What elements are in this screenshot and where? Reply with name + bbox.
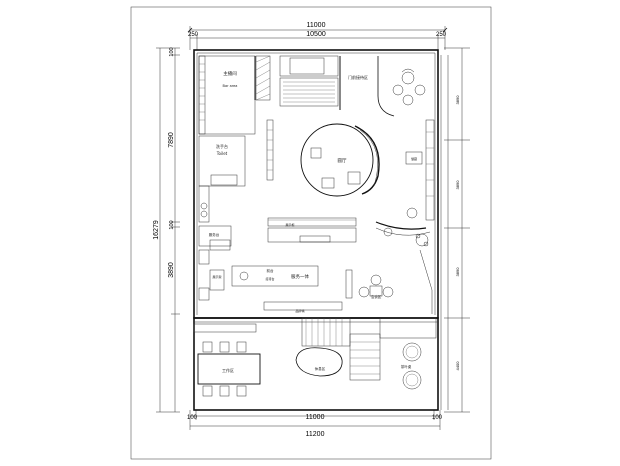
dim-right-a: 3890 — [455, 95, 460, 105]
dim-bottom-total: 11200 — [306, 431, 325, 438]
room-main-sub-label: Bar area — [223, 84, 238, 88]
bed-area — [279, 55, 341, 110]
dim-left-c: 100 — [169, 220, 175, 229]
room-workshop-label: 工作区 — [222, 367, 234, 373]
dim-top-right: 250 — [436, 32, 447, 38]
room-lounge-label: 休息区 — [315, 366, 326, 371]
service-counter: 前台 接待台 服务一体 展示架 — [198, 265, 319, 301]
bottom-sofa: 休息区 — [295, 347, 343, 377]
toilet-room: 洗手台 Toilet — [198, 135, 246, 223]
room-front-label: 服务台 — [209, 232, 220, 237]
room-recept-note: 接待台 — [265, 276, 274, 281]
lounge-top-right — [377, 56, 426, 117]
dim-left-d: 3890 — [168, 262, 175, 278]
sheet-frame — [130, 6, 492, 460]
top-dimensions: 11000 250 10500 250 — [187, 22, 448, 50]
dim-top-left: 250 — [188, 32, 199, 38]
room-wash-label: 洗手台 — [216, 143, 228, 149]
negotiation-area: 洽谈区 — [345, 269, 394, 299]
dim-right-c: 3890 — [455, 267, 460, 277]
room-wall-note: 品牌墙 — [295, 308, 304, 313]
room-chairs-label: 茶叶桌 — [401, 364, 412, 369]
bottom-counter: 品牌墙 — [263, 249, 433, 314]
workshop-area: 工作区 — [193, 323, 261, 397]
right-dimensions: 3890 3890 3890 4400 — [444, 47, 470, 413]
bottom-dimensions: 100 11000 100 11200 — [187, 410, 443, 438]
round-hall: 圆厅 — [300, 123, 380, 197]
display-counters: 展示柜 — [267, 217, 357, 243]
dim-right-b: 3890 — [455, 180, 460, 190]
room-center-label: 圆厅 — [338, 158, 347, 164]
room-nego-label: 洽谈区 — [371, 294, 382, 299]
right-column: 储藏 — [405, 119, 435, 221]
room-display-label: 展示柜 — [285, 222, 294, 227]
room-store-label: 储藏 — [411, 156, 417, 161]
dim-bottom-mid: 11000 — [306, 414, 325, 421]
room-recept-label: 前台 — [267, 268, 275, 273]
dim-left-b: 7890 — [168, 132, 175, 148]
dim-bottom-left: 100 — [187, 415, 198, 421]
stairs — [301, 317, 437, 381]
room-flex-label: 门前接待区 — [348, 74, 368, 80]
center-shelves — [266, 119, 274, 181]
room-main-label: 主播间 — [223, 70, 237, 77]
room-shelf-label: 展示架 — [212, 274, 221, 279]
reception-desk — [375, 207, 431, 247]
dim-top-mid: 10500 — [306, 31, 326, 38]
left-dimensions: 16279 100 7890 100 3890 — [153, 47, 180, 413]
room-counter-label: 服务一体 — [291, 273, 309, 280]
dim-left-a: 100 — [169, 47, 175, 56]
dim-bottom-right: 100 — [432, 415, 443, 421]
building-walls — [193, 49, 449, 411]
dim-right-d: 4400 — [455, 361, 460, 371]
room-toilet-label: Toilet — [216, 151, 228, 156]
main-room: 主播间 Bar area — [198, 55, 271, 135]
dim-top-total: 11000 — [307, 22, 326, 29]
dim-left-total: 16279 — [153, 220, 160, 240]
left-mid-zone: 服务台 — [198, 225, 232, 265]
tea-area: 茶叶桌 — [401, 342, 422, 390]
